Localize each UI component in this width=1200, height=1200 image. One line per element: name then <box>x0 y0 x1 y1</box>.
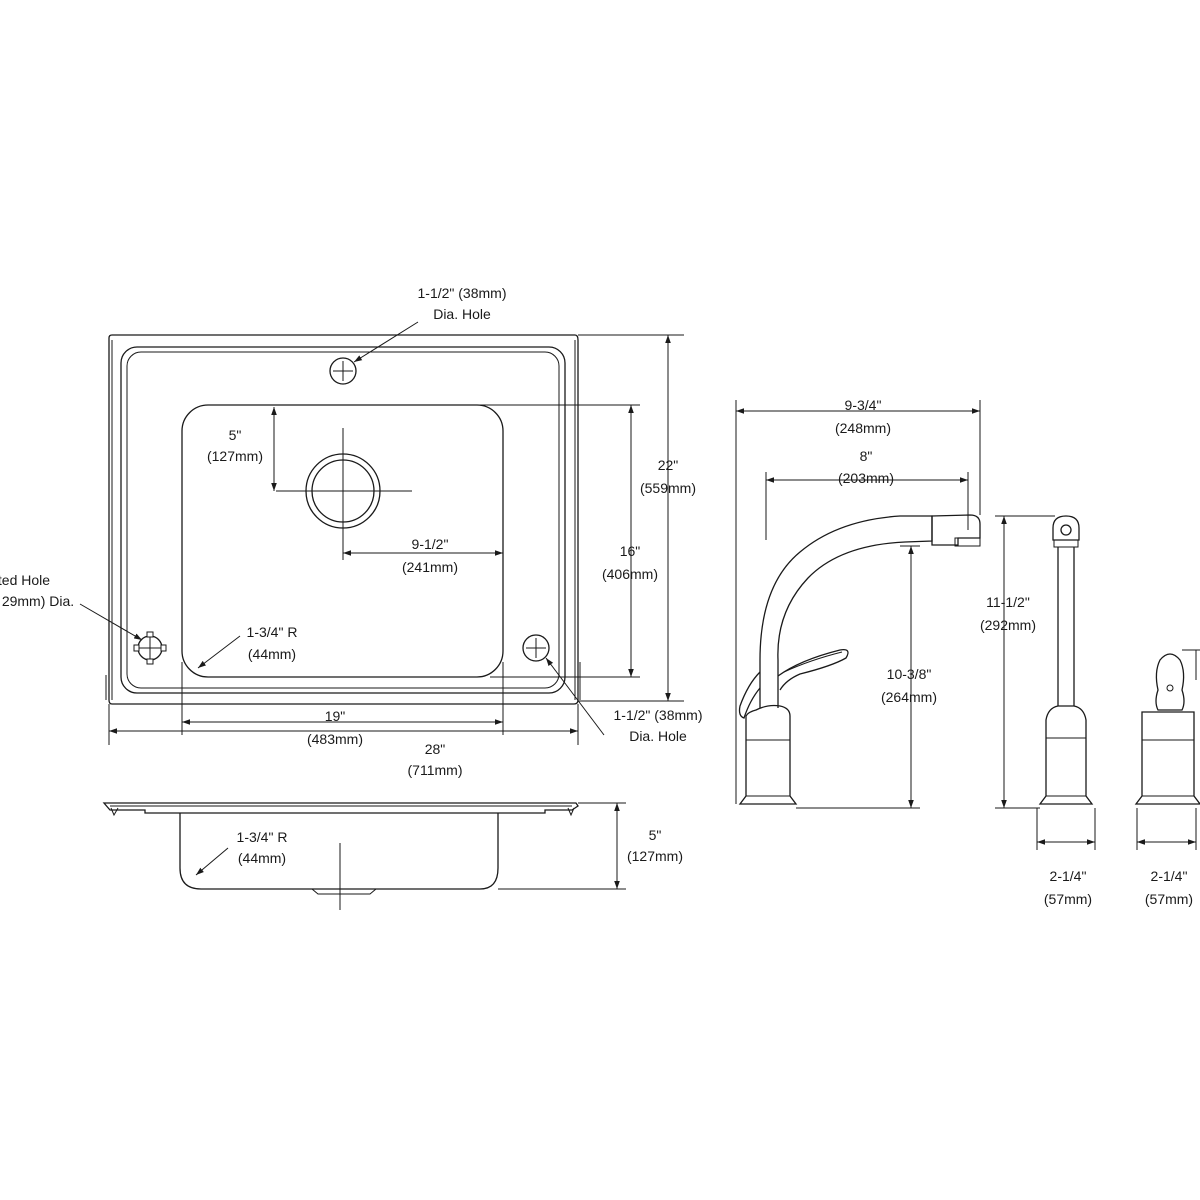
faucet-hole-top <box>329 357 357 385</box>
soap-base <box>1134 711 1200 805</box>
spout-reach-label-1: 8" <box>860 448 873 464</box>
right-hole-label-2: Dia. Hole <box>629 728 687 744</box>
faucet-spout <box>759 515 933 708</box>
spout-clearance-label-2: (264mm) <box>881 689 937 705</box>
faucet-lever-tail <box>738 671 761 719</box>
drain-offset-label-1: 5" <box>229 427 242 443</box>
sink-deck-inner-line <box>126 351 560 689</box>
sink-bowl <box>181 404 504 678</box>
spray-base <box>1038 705 1094 805</box>
side-radius-label-1: 1-3/4" R <box>237 829 288 845</box>
depth-label-2: (127mm) <box>627 848 683 864</box>
bowl-width-label-1: 16" <box>620 543 641 559</box>
top-hole-label-2: Dia. Hole <box>433 306 491 322</box>
top-hole-label-1: 1-1/2" (38mm) <box>418 285 507 301</box>
leader-right-hole <box>545 657 605 736</box>
spray-height-label-1: 11-1/2" <box>986 594 1030 610</box>
soap-base-label-1: 2-1/4" <box>1151 868 1188 884</box>
side-spray-view: 11-1/2" (292mm) 2-1/4" (57mm) <box>980 515 1096 907</box>
faucet-lever-handle <box>777 649 849 691</box>
faucet-aerator <box>931 514 981 546</box>
spout-clearance-label-1: 10-3/8" <box>887 666 932 682</box>
sink-outer-rim <box>108 334 579 705</box>
faucet-hole-right <box>522 634 550 662</box>
side-rim-clip-right <box>567 807 575 817</box>
depth-label-1: 5" <box>649 827 662 843</box>
right-hole-label-1: 1-1/2" (38mm) <box>614 707 703 723</box>
soap-dispenser-view: 2-1/4" (57mm) <box>1134 649 1200 907</box>
sink-side-view: 1-3/4" R (44mm) 5" (127mm) <box>102 802 683 910</box>
spray-head <box>1052 515 1080 541</box>
spray-wand <box>1057 547 1075 706</box>
side-rim <box>102 802 579 814</box>
faucet-reach-label-1: 9-3/4" <box>845 397 882 413</box>
side-bowl <box>179 813 499 890</box>
overall-width-label-2: (559mm) <box>640 480 696 496</box>
bowl-radius-label-1: 1-3/4" R <box>247 624 298 640</box>
drain-to-bowl-label-2: (241mm) <box>402 559 458 575</box>
drain-to-bowl-label-1: 9-1/2" <box>412 536 449 552</box>
drain-offset-label-2: (127mm) <box>207 448 263 464</box>
faucet-side-view: 9-3/4" (248mm) 8" (203mm) 10-3/8" (264mm… <box>735 397 981 809</box>
spray-height-label-2: (292mm) <box>980 617 1036 633</box>
left-hole-label-1: ted Hole <box>0 572 50 588</box>
spray-base-label-1: 2-1/4" <box>1050 868 1087 884</box>
bowl-width-label-2: (406mm) <box>602 566 658 582</box>
left-hole-label-2: 29mm) Dia. <box>2 593 74 609</box>
spray-base-label-2: (57mm) <box>1044 891 1092 907</box>
sink-rim-side-flange <box>111 334 576 700</box>
sink-top-view: 1-1/2" (38mm) Dia. Hole ted Hole 29mm) D… <box>0 285 703 778</box>
overall-width-label-1: 22" <box>658 457 679 473</box>
soap-base-label-2: (57mm) <box>1145 891 1193 907</box>
side-radius-label-2: (44mm) <box>238 850 286 866</box>
drain-fitting <box>276 428 412 530</box>
leader-top-hole <box>353 321 419 363</box>
side-drain-outlet <box>311 888 377 895</box>
side-rim-clip-left <box>110 807 119 817</box>
leader-left-hole <box>79 603 143 641</box>
bowl-length-label-1: 19" <box>325 708 346 724</box>
overall-length-label-1: 28" <box>425 741 446 757</box>
leader-bowl-radius <box>197 635 241 669</box>
leader-side-radius <box>195 847 229 876</box>
sink-deck-inner <box>120 346 566 694</box>
spout-reach-label-2: (203mm) <box>838 470 894 486</box>
faucet-base <box>738 704 798 805</box>
sink-drip-edge <box>105 662 581 700</box>
soap-pump-head <box>1155 653 1185 711</box>
bowl-radius-label-2: (44mm) <box>248 646 296 662</box>
bowl-length-label-2: (483mm) <box>307 731 363 747</box>
overall-length-label-2: (711mm) <box>408 762 463 778</box>
faucet-reach-label-2: (248mm) <box>835 420 891 436</box>
faucet-hole-left <box>133 631 167 665</box>
